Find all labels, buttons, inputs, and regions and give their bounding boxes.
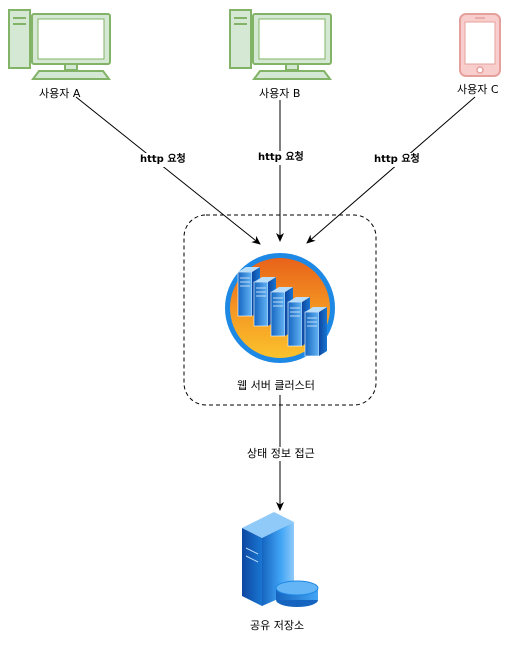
user-c-label: 사용자 C	[457, 83, 499, 96]
user-a-label: 사용자 A	[39, 87, 81, 100]
mobile-phone-icon	[459, 13, 501, 77]
edge-label-state-access: 상태 정보 접근	[246, 447, 316, 461]
server-cluster-icon	[225, 253, 335, 363]
edge-label-user-c: http 요청	[373, 153, 421, 167]
edge-user-c	[306, 96, 476, 244]
cluster-label: 웹 서버 클러스터	[237, 379, 315, 392]
desktop-computer-icon	[8, 9, 111, 80]
edge-user-a	[75, 96, 261, 245]
desktop-computer-icon	[229, 9, 332, 80]
edge-label-user-b: http 요청	[257, 151, 305, 165]
edge-label-user-a: http 요청	[139, 153, 187, 167]
server-tower-icon	[304, 307, 327, 357]
storage-label: 공유 저장소	[250, 619, 305, 632]
database-server-icon	[242, 512, 319, 607]
user-b-label: 사용자 B	[259, 87, 301, 100]
